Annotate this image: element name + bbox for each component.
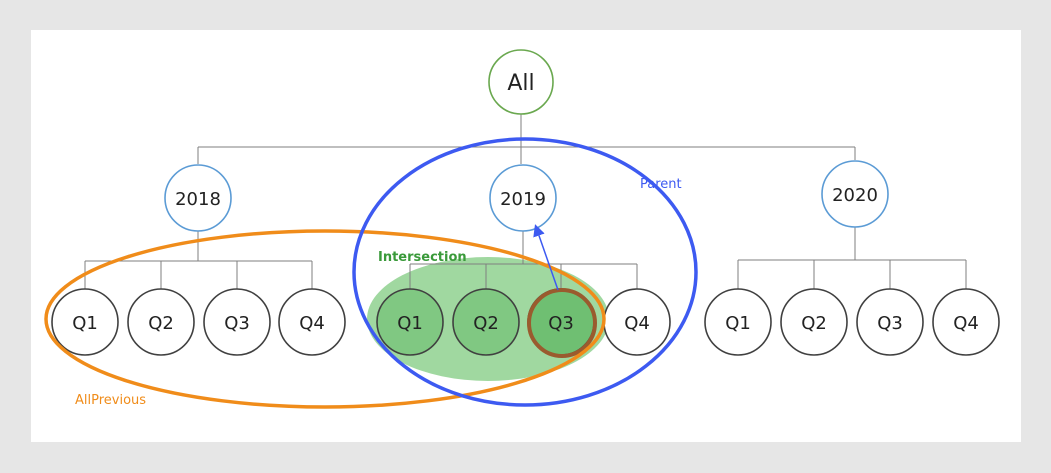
quarter-label-2019-q3: Q3 bbox=[548, 313, 574, 334]
quarter-label-2020-q2: Q2 bbox=[801, 313, 827, 334]
quarter-node-2018-q1 bbox=[51, 288, 119, 356]
quarter-node-2019-q2 bbox=[452, 288, 520, 356]
quarter-label-2020-q3: Q3 bbox=[877, 313, 903, 334]
all-previous-annotation: AllPrevious bbox=[75, 393, 146, 408]
quarter-node-2018-q2 bbox=[127, 288, 195, 356]
parent-annotation: Parent bbox=[640, 177, 682, 192]
year-node-2019 bbox=[489, 164, 557, 232]
intersection-annotation: Intersection bbox=[378, 250, 467, 265]
parent-arrow bbox=[533, 224, 559, 291]
current-member-highlight bbox=[527, 288, 597, 358]
year-node-2018-label: 2018 bbox=[175, 189, 221, 210]
quarter-node-2018-q3 bbox=[203, 288, 271, 356]
quarter-node-2020-q2 bbox=[780, 288, 848, 356]
diagram-canvas: All 2018 2019 2020 Q1 Q2 Q3 Q4 Q1 Q2 Q3 … bbox=[31, 30, 1021, 442]
quarter-label-2018-q3: Q3 bbox=[224, 313, 250, 334]
year-node-2019-label: 2019 bbox=[500, 189, 546, 210]
year-node-2020 bbox=[821, 160, 889, 228]
quarter-label-2018-q1: Q1 bbox=[72, 313, 98, 334]
quarter-label-2018-q4: Q4 bbox=[299, 313, 325, 334]
quarter-label-2019-q1: Q1 bbox=[397, 313, 423, 334]
year-node-2018 bbox=[164, 164, 232, 232]
year-node-2020-label: 2020 bbox=[832, 185, 878, 206]
root-node bbox=[488, 49, 554, 115]
hierarchy-diagram: All 2018 2019 2020 Q1 Q2 Q3 Q4 Q1 Q2 Q3 … bbox=[44, 49, 1000, 409]
quarter-node-2020-q1 bbox=[704, 288, 772, 356]
quarter-node-2018-q4 bbox=[278, 288, 346, 356]
parent-ellipse bbox=[352, 137, 698, 407]
quarter-label-2019-q2: Q2 bbox=[473, 313, 499, 334]
quarter-label-2018-q2: Q2 bbox=[148, 313, 174, 334]
quarter-node-2020-q3 bbox=[856, 288, 924, 356]
root-node-label: All bbox=[507, 71, 534, 96]
quarter-label-2019-q4: Q4 bbox=[624, 313, 650, 334]
quarter-node-2020-q4 bbox=[932, 288, 1000, 356]
quarter-label-2020-q4: Q4 bbox=[953, 313, 979, 334]
quarter-node-2019-q1 bbox=[376, 288, 444, 356]
all-previous-ellipse bbox=[44, 229, 606, 409]
quarter-label-2020-q1: Q1 bbox=[725, 313, 751, 334]
